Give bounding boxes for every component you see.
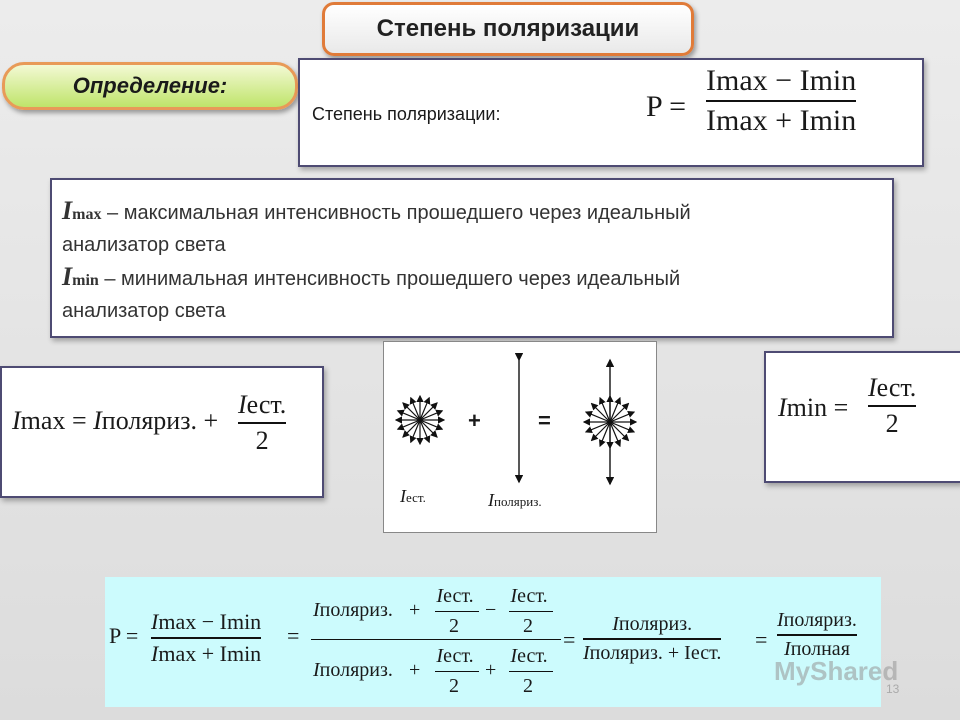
formula-lhs: P = xyxy=(646,90,686,123)
imax-formula-box: Imax = Iполяриз. + Iест. 2 xyxy=(0,366,324,498)
derivation-box: P = Imax − Imin Imax + Imin = Iполяриз. … xyxy=(105,577,881,707)
natural-light-star-icon xyxy=(394,394,446,446)
fraction-bar xyxy=(706,100,857,102)
definition-text: Степень поляризации: xyxy=(312,104,501,124)
combined-light-star-icon xyxy=(582,358,638,486)
description-box: Imax – максимальная интенсивность прошед… xyxy=(50,178,894,338)
formula-main-fraction: Imax − Imin Imax + Imin xyxy=(706,64,857,138)
formula-main-denominator: Imax + Imin xyxy=(706,103,857,137)
definition-label: Определение: xyxy=(2,62,298,110)
polarization-diagram xyxy=(394,353,638,486)
imax-formula-lhs: Imax = Iполяриз. + xyxy=(12,406,219,435)
derivation-fraction-1: Imax − Imin Imax + Imin xyxy=(151,609,262,666)
formula-main-numerator: Imax − Imin xyxy=(706,64,857,97)
imin-formula-fraction: Iест. 2 xyxy=(868,373,917,438)
page-number: 13 xyxy=(886,682,900,696)
derivation-fraction-2-bar xyxy=(311,639,561,640)
derivation-fraction-3: Iполяриз. Iполяриз. + Iест. xyxy=(583,613,722,664)
derivation-p: P = xyxy=(109,623,139,648)
equals-sign: = xyxy=(538,408,551,433)
label-polarized: Iполяриз. xyxy=(488,490,542,510)
watermark: MyShared xyxy=(774,656,899,686)
plus-sign: + xyxy=(468,408,481,433)
derivation-eq-2: = xyxy=(563,627,576,652)
imin-formula-lhs: Imin = xyxy=(778,393,849,422)
derivation-eq-1: = xyxy=(287,623,300,648)
slide-title: Степень поляризации xyxy=(322,2,694,56)
polarization-figure: + = Iест. Iполяриз. xyxy=(383,341,657,533)
label-natural: Iест. xyxy=(400,486,426,506)
derivation-fraction-4: Iполяриз. Iполная xyxy=(777,609,857,660)
imin-description: Imin – минимальная интенсивность прошедш… xyxy=(62,262,681,322)
imin-formula-box: Imin = Iест. 2 xyxy=(764,351,960,483)
definition-box: Степень поляризации: P = Imax − Imin Ima… xyxy=(298,58,924,167)
derivation-eq-3: = xyxy=(755,627,768,652)
imax-description: Imax – максимальная интенсивность прошед… xyxy=(62,196,691,256)
imax-formula-fraction: Iест. 2 xyxy=(238,390,287,455)
